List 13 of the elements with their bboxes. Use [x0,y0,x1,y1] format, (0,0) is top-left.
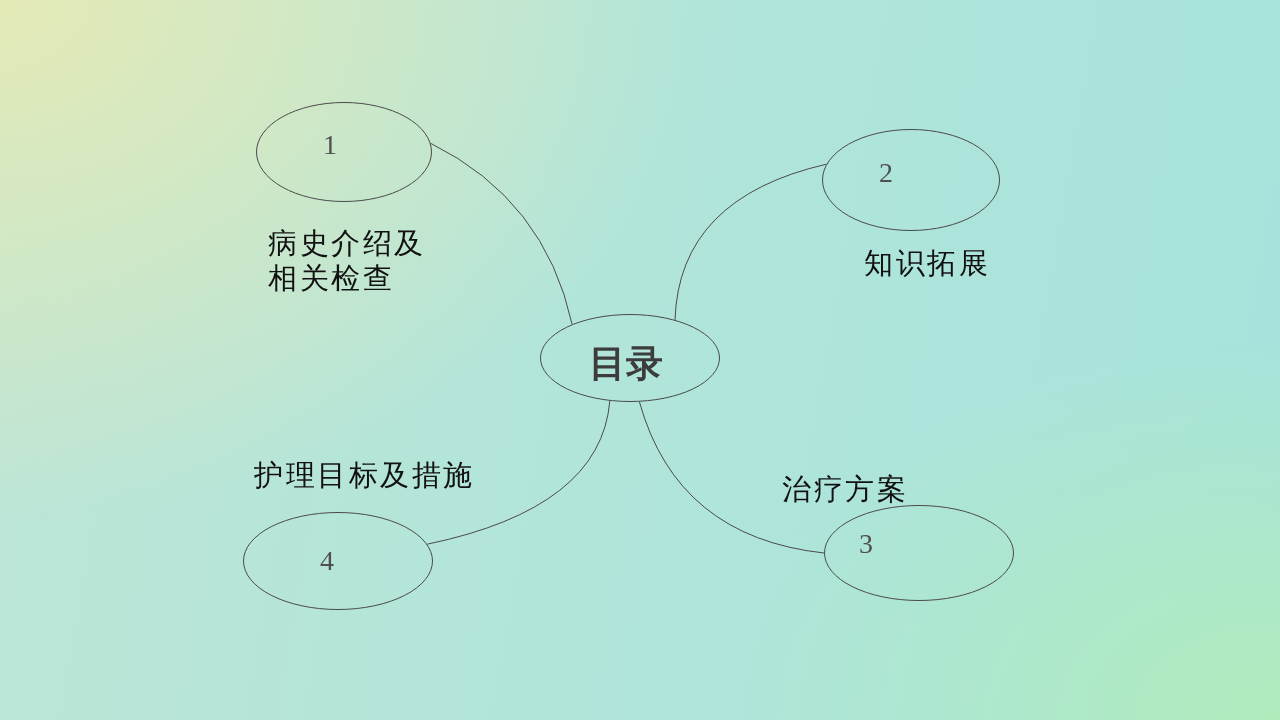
topic-number: 3 [859,530,873,558]
connector-line [674,163,827,321]
central-title: 目录 [589,344,663,382]
topic-number: 4 [320,547,334,575]
connector-line [430,142,573,325]
connector-line [426,400,611,545]
topic-label: 知识拓展 [864,246,991,281]
topic-number: 1 [323,131,337,159]
topic-label: 病史介绍及相关检查 [268,226,427,296]
topic-label: 护理目标及措施 [254,458,476,493]
connector-line [638,401,825,554]
topic-label: 治疗方案 [782,472,909,507]
topic-number: 2 [879,159,893,187]
